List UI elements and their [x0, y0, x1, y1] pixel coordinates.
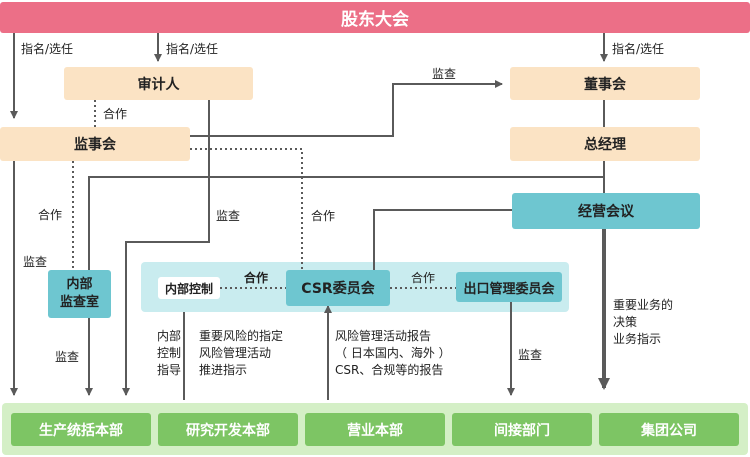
cooperate-label-left: 合作: [38, 208, 63, 222]
auditor-box: 审计人: [64, 67, 253, 100]
management-meeting-box: 经营会议: [512, 193, 700, 229]
supervisory-csr-dotted: [190, 148, 303, 270]
audit-label-board: 监查: [432, 67, 457, 81]
export-committee-box: 出口管理委员会: [456, 272, 562, 302]
president-internal-audit: [88, 176, 604, 270]
president-box: 总经理: [510, 127, 700, 161]
supervisory-board-box: 监事会: [0, 127, 190, 161]
important-business-label: 重要业务的 决策 业务指示: [613, 298, 674, 346]
internal-control-box: 内部控制: [158, 277, 220, 299]
csr-committee-box: CSR委员会: [286, 270, 390, 306]
internal-guidance-label: 内部 控制 指导: [157, 329, 182, 377]
division-group-companies: 集团公司: [599, 413, 739, 446]
audit-label-left: 监查: [23, 255, 48, 269]
audit-label-export: 监查: [518, 348, 543, 362]
division-rnd: 研究开发本部: [158, 413, 298, 446]
appoint-label-left: 指名/选任: [21, 42, 74, 56]
appoint-label-board: 指名/选任: [612, 42, 665, 56]
division-sales: 营业本部: [305, 413, 445, 446]
audit-board-arrow: [190, 80, 503, 137]
cooperate-label-export: 合作: [411, 271, 436, 285]
shareholders-meeting: 股东大会: [0, 2, 750, 33]
auditor-audit-line: [122, 100, 210, 396]
risk-instruction-label: 重要风险的指定 风险管理活动 推进指示: [199, 329, 284, 377]
appoint-label-auditor: 指名/选任: [166, 42, 219, 56]
audit-label-auditor: 监查: [216, 209, 241, 223]
audit-label-internal: 监查: [55, 350, 80, 364]
internal-audit-office-box: 内部 监查室: [48, 270, 111, 318]
cooperate-label-auditor: 合作: [103, 107, 128, 121]
risk-report-label: 风险管理活动报告 （ 日本国内、海外 ） CSR、合规等的报告: [335, 329, 451, 377]
cooperate-label-csr: 合作: [311, 209, 336, 223]
board-box: 董事会: [510, 67, 700, 100]
division-indirect: 间接部门: [452, 413, 592, 446]
meeting-csr-line: [373, 209, 512, 270]
division-production: 生产统括本部: [11, 413, 151, 446]
cooperate-label-control: 合作: [244, 271, 269, 285]
